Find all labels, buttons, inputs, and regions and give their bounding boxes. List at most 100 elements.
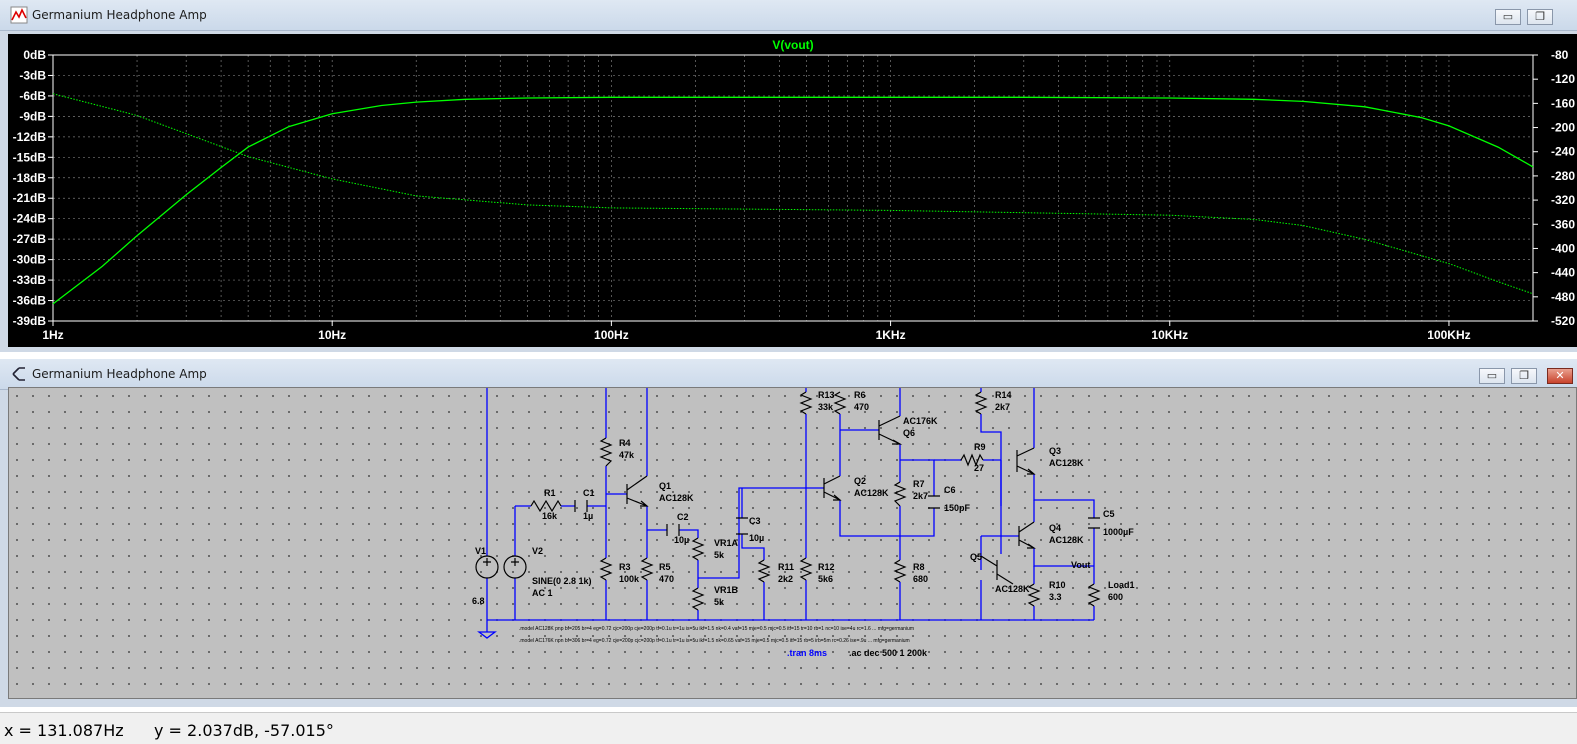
minimize-button[interactable]: ▭ [1495,9,1521,25]
spice-model-directive[interactable]: .model AC176K npn bf=306 br=4 eg=0.72 cj… [519,638,910,644]
plot-window-titlebar[interactable]: Germanium Headphone Amp ▭ ❐ [0,0,1577,31]
component-label-r6v[interactable]: 470 [854,402,869,412]
component-label-r14v[interactable]: 2k7 [995,402,1010,412]
component-label-r1v[interactable]: 16k [542,511,558,521]
component-label-q6[interactable]: Q6 [903,428,915,438]
close-button[interactable]: ✕ [1547,368,1573,384]
phase-trace [52,93,1534,295]
component-label-vout[interactable]: Vout [1071,560,1090,570]
component-label-q4m[interactable]: AC128K [1049,535,1084,545]
component-label-v2ac[interactable]: AC 1 [532,588,553,598]
component-label-q1[interactable]: Q1 [659,481,671,491]
analysis-directive[interactable]: .ac dec 500 1 200k [849,648,928,658]
component-label-load1v[interactable]: 600 [1108,592,1123,602]
x-tick-label: 100KHz [1427,328,1470,342]
component-label-r10v[interactable]: 3.3 [1049,592,1062,602]
component-label-r12[interactable]: R12 [818,562,835,572]
component-label-c2[interactable]: C2 [677,512,689,522]
component-label-q5[interactable]: Q5 [970,552,982,562]
component-label-c5v[interactable]: 1000µF [1103,527,1134,537]
component-label-vr1b[interactable]: VR1B [714,585,739,595]
component-label-c3v[interactable]: 10µ [749,533,764,543]
y-tick-label: -21dB [13,191,47,205]
component-label-r12v[interactable]: 5k6 [818,574,833,584]
component-label-c5[interactable]: C5 [1103,509,1115,519]
component-label-r10[interactable]: R10 [1049,580,1066,590]
component-label-q5m[interactable]: AC128K [995,584,1030,594]
minimize-button[interactable]: ▭ [1479,368,1505,384]
spice-model-directive[interactable]: .model AC128K pnp bf=205 br=4 eg=0.72 cj… [519,626,914,632]
y-tick-label: -6dB [19,89,46,103]
component-label-q4[interactable]: Q4 [1049,523,1061,533]
schematic-icon [12,367,25,381]
resistor-r6 [833,391,847,415]
component-label-c1[interactable]: C1 [583,488,595,498]
component-label-r9v[interactable]: 27 [974,463,984,473]
component-label-r4[interactable]: R4 [619,438,631,448]
x-tick-label: 10KHz [1151,328,1188,342]
component-label-v2v[interactable]: SINE(0 2.8 1k) [532,576,592,586]
component-label-load1[interactable]: Load1 [1108,580,1135,590]
y-tick-label: -30dB [13,253,47,267]
schematic-window-titlebar[interactable]: Germanium Headphone Amp ▭ ❐ ✕ [0,359,1577,390]
component-label-r11v[interactable]: 2k2 [778,574,793,584]
component-label-q3[interactable]: Q3 [1049,446,1061,456]
x-tick-label: 1KHz [876,328,906,342]
component-label-r14[interactable]: R14 [995,390,1012,400]
component-label-r8v[interactable]: 680 [913,574,928,584]
component-label-r6[interactable]: R6 [854,390,866,400]
component-label-q2[interactable]: Q2 [854,476,866,486]
component-label-vr1a[interactable]: VR1A [714,538,739,548]
resistor-r9 [960,453,984,467]
component-label-r4v[interactable]: 47k [619,450,635,460]
component-label-v1v[interactable]: 6.8 [472,596,485,606]
component-label-q3m[interactable]: AC128K [1049,458,1084,468]
plot-axes: 0dB-3dB-6dB-9dB-12dB-15dB-18dB-21dB-24dB… [13,48,1576,342]
wire [647,529,699,620]
component-label-r7v[interactable]: 2k7 [913,491,928,501]
component-label-v1[interactable]: V1 [475,546,486,556]
component-label-c6[interactable]: C6 [944,485,956,495]
component-label-r11[interactable]: R11 [778,562,794,572]
component-label-r3v[interactable]: 100k [619,574,640,584]
plus-sign [483,558,491,566]
component-label-r13[interactable]: R13 [818,390,835,400]
maximize-button[interactable]: ❐ [1511,368,1537,384]
component-label-r5[interactable]: R5 [659,562,671,572]
transistor-q1 [626,475,649,507]
component-label-q6m[interactable]: AC176K [903,416,938,426]
component-label-r9[interactable]: R9 [974,442,986,452]
component-label-r5v[interactable]: 470 [659,574,674,584]
analysis-directive[interactable]: .tran 8ms [787,648,827,658]
component-label-q2m[interactable]: AC128K [854,488,889,498]
maximize-button[interactable]: ❐ [1527,9,1553,25]
component-label-vr1av[interactable]: 5k [714,550,725,560]
x-tick-label: 100Hz [594,328,629,342]
y-tick-label: -15dB [13,150,47,164]
bode-plot[interactable]: 0dB-3dB-6dB-9dB-12dB-15dB-18dB-21dB-24dB… [8,34,1577,347]
plot-window[interactable]: Germanium Headphone Amp ▭ ❐ 0dB-3dB-6dB-… [0,0,1577,352]
y2-tick-label: -480 [1551,290,1575,304]
component-label-r1[interactable]: R1 [544,488,556,498]
status-bar: x = 131.087Hz y = 2.037dB, -57.015° [0,712,1577,744]
component-label-c1v[interactable]: 1µ [583,511,593,521]
component-label-r13v[interactable]: 33k [818,402,834,412]
component-label-vr1bv[interactable]: 5k [714,597,725,607]
component-label-v2[interactable]: V2 [532,546,543,556]
schematic-window[interactable]: Germanium Headphone Amp ▭ ❐ ✕ [0,359,1577,707]
plus-sign [511,558,519,566]
component-label-r7[interactable]: R7 [913,479,925,489]
component-label-c6v[interactable]: 150pF [944,503,971,513]
component-label-q1m[interactable]: AC128K [659,493,694,503]
component-label-c2v[interactable]: 10µ [674,535,689,545]
y2-tick-label: -200 [1551,121,1575,135]
component-label-c3[interactable]: C3 [749,516,761,526]
wire [839,414,900,537]
component-label-r8[interactable]: R8 [913,562,925,572]
transistor-q6 [878,415,903,445]
component-label-r3[interactable]: R3 [619,562,631,572]
waveform-plot-area[interactable]: 0dB-3dB-6dB-9dB-12dB-15dB-18dB-21dB-24dB… [8,34,1577,347]
